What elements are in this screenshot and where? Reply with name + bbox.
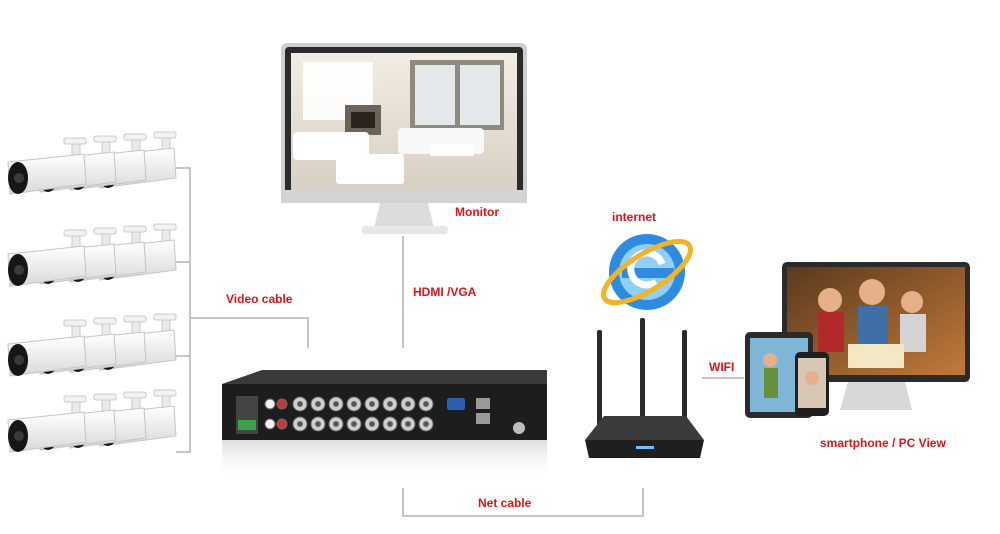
video-cable-label: Video cable xyxy=(226,292,293,306)
bullet-camera-icon xyxy=(7,223,177,287)
monitor-label: Monitor xyxy=(455,205,499,219)
internet-explorer-icon xyxy=(601,234,693,310)
wifi-router-icon xyxy=(585,318,704,458)
bnc-ports xyxy=(264,396,434,432)
view-label: smartphone / PC View xyxy=(820,436,946,450)
devices-icon xyxy=(745,262,970,418)
dvr-recorder-icon xyxy=(222,370,547,480)
connection-lines xyxy=(176,167,744,517)
bullet-camera-icon xyxy=(7,389,177,453)
bullet-camera-icon xyxy=(7,313,177,377)
net-cable-label: Net cable xyxy=(478,496,532,510)
monitor-icon xyxy=(281,43,527,234)
internet-label: internet xyxy=(612,210,657,224)
hdmi-vga-label: HDMI /VGA xyxy=(413,285,477,299)
cameras xyxy=(7,131,177,453)
wifi-label: WIFI xyxy=(709,360,735,374)
bullet-camera-icon xyxy=(7,131,177,195)
